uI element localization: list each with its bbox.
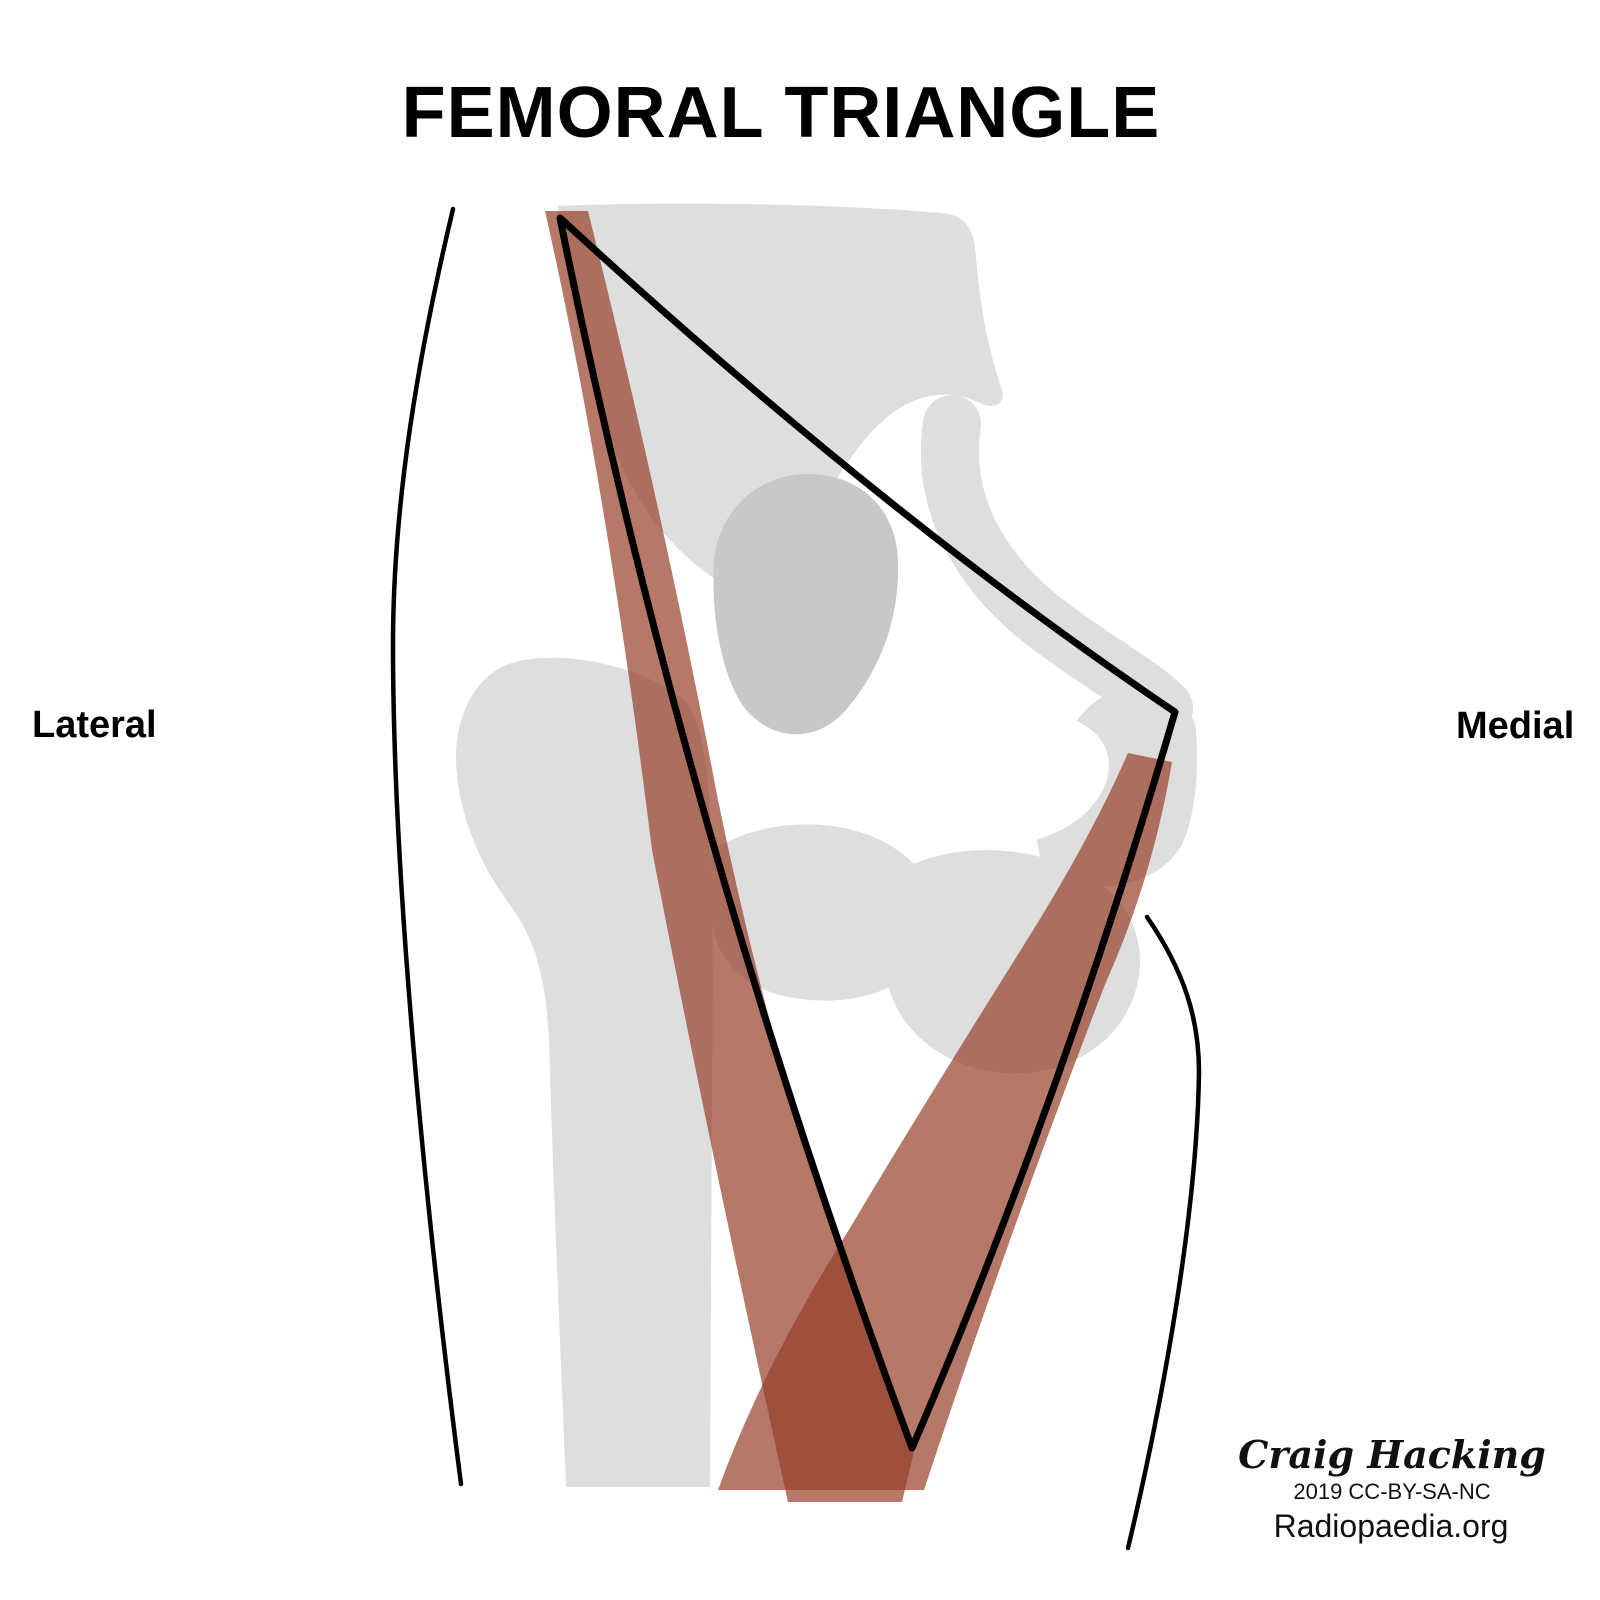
iliac-blade-shape [558, 203, 1003, 596]
femoral-triangle-outline [556, 214, 1179, 1452]
page-title: FEMORAL TRIANGLE [402, 73, 1161, 153]
medial-label: Medial [1456, 705, 1574, 747]
femoral-neck-shape [712, 824, 938, 1001]
superior-pubic-ramus-shape [920, 395, 1193, 737]
author-signature: Craig Hacking [1238, 1432, 1546, 1477]
lateral-label: Lateral [32, 704, 157, 746]
license-text: 2019 CC-BY-SA-NC [1293, 1479, 1490, 1504]
medial-body-contour-line [1125, 914, 1202, 1551]
femur-shaft-shape [455, 657, 713, 1487]
muscle-layer [545, 211, 1172, 1502]
site-name: Radiopaedia.org [1274, 1508, 1509, 1544]
femoral-head-shape [713, 473, 899, 735]
sartorius-muscle-shape [545, 211, 914, 1502]
lateral-body-contour-line [390, 206, 464, 1487]
adductor-longus-muscle-shape [718, 753, 1172, 1490]
obturator-foramen-hole [937, 714, 1109, 844]
credits-block: Craig Hacking 2019 CC-BY-SA-NC Radiopaed… [1238, 1432, 1546, 1544]
